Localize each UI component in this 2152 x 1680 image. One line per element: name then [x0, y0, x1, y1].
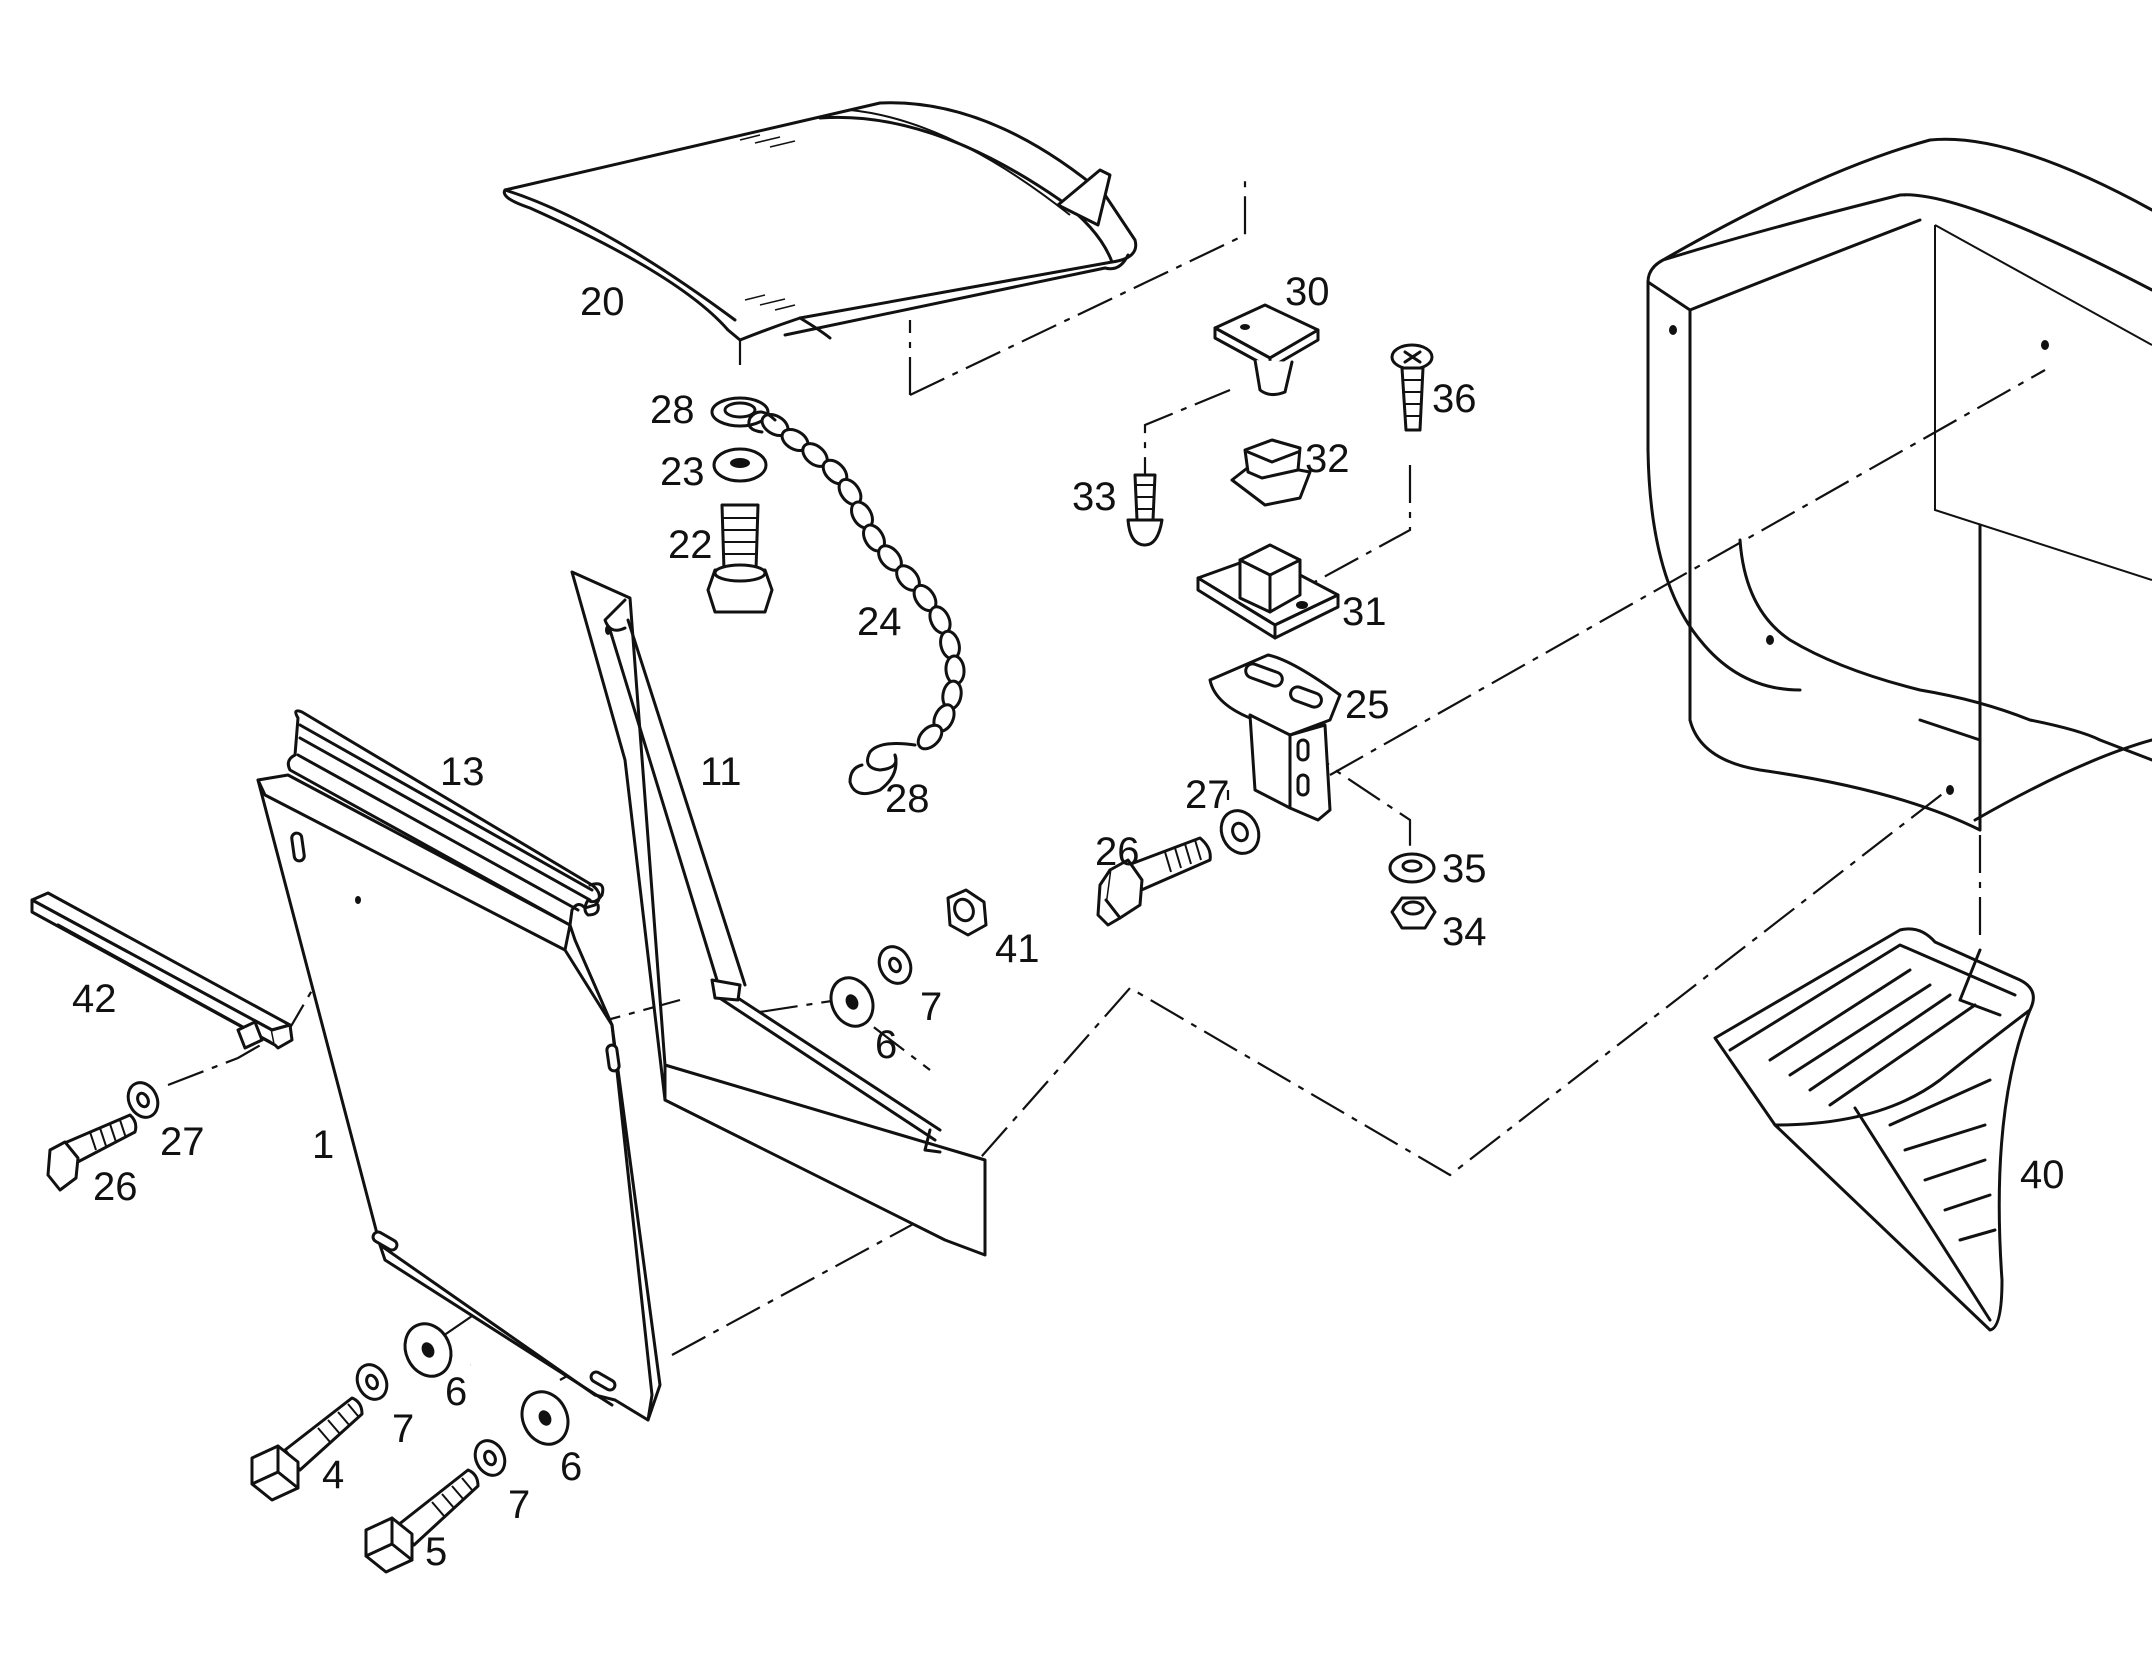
callout-7: 7	[920, 985, 942, 1029]
washer-27-right	[1219, 809, 1261, 855]
callout-35: 35	[1442, 847, 1487, 891]
callout-30: 30	[1285, 270, 1330, 314]
hook-28-bottom	[747, 410, 917, 796]
callout-24: 24	[857, 600, 902, 644]
washer-6-upper	[829, 976, 875, 1028]
callout-7: 7	[392, 1407, 414, 1451]
callout-23: 23	[660, 450, 705, 494]
callout-13: 13	[440, 750, 485, 794]
callout-20: 20	[580, 280, 625, 324]
callout-33: 33	[1072, 475, 1117, 519]
callout-27: 27	[1185, 773, 1230, 817]
washer-35	[1388, 852, 1436, 884]
angle-bracket-25	[1208, 653, 1342, 822]
callout-6: 6	[445, 1370, 467, 1414]
fender-body	[1646, 137, 2152, 832]
callout-26: 26	[1095, 830, 1140, 874]
callout-41: 41	[995, 927, 1040, 971]
callout-34: 34	[1442, 910, 1487, 954]
washer-27-left	[126, 1081, 160, 1119]
callout-6: 6	[875, 1023, 897, 1067]
nut-41	[946, 888, 988, 937]
callout-28: 28	[885, 777, 930, 821]
screw-33	[1126, 473, 1164, 547]
callout-40: 40	[2020, 1153, 2065, 1197]
washer-7-lower-right	[473, 1439, 507, 1477]
split-ring-28-top	[710, 396, 770, 428]
rubber-block	[1230, 438, 1312, 507]
callout-42: 42	[72, 977, 117, 1021]
callout-11: 11	[700, 750, 742, 794]
callout-26: 26	[93, 1165, 138, 1209]
callout-31: 31	[1342, 590, 1387, 634]
bracket-strip-42	[30, 891, 294, 1050]
bolt-5	[364, 1468, 480, 1574]
bolt-26-left	[46, 1113, 138, 1192]
latch-plate	[1213, 303, 1320, 397]
callout-1: 1	[312, 1123, 334, 1167]
bolt-22	[706, 503, 774, 614]
callout-25: 25	[1345, 683, 1390, 727]
side-panel-11	[570, 570, 987, 1257]
callout-27: 27	[160, 1120, 205, 1164]
washer-23	[712, 447, 768, 483]
callout-4: 4	[322, 1453, 344, 1497]
callout-28: 28	[650, 388, 695, 432]
seal-strip-13	[286, 709, 605, 927]
bolt-4	[250, 1396, 364, 1502]
washer-6-lower-left	[403, 1322, 453, 1378]
callout-6: 6	[560, 1445, 582, 1489]
callout-labels: 1 4 5 6 6 6 7 7 7 11 13 20 22 23 24 25 2…	[72, 270, 2065, 1574]
front-panel-1	[256, 773, 662, 1422]
callout-22: 22	[668, 523, 713, 567]
callout-32: 32	[1305, 437, 1350, 481]
seat-cushion	[502, 101, 1138, 342]
callout-7: 7	[508, 1483, 530, 1527]
nut-34	[1390, 896, 1437, 930]
washer-7-lower-left	[355, 1363, 389, 1401]
callout-5: 5	[425, 1530, 447, 1574]
step-pad-40	[1713, 927, 2035, 1332]
washer-7-upper	[877, 945, 913, 985]
countersunk-screw-top	[1390, 343, 1434, 432]
callout-36: 36	[1432, 377, 1477, 421]
bracket-31	[1196, 543, 1340, 640]
chain-24	[760, 413, 966, 751]
washer-6-lower-right	[520, 1390, 570, 1446]
bolt-26-right	[1096, 836, 1212, 927]
